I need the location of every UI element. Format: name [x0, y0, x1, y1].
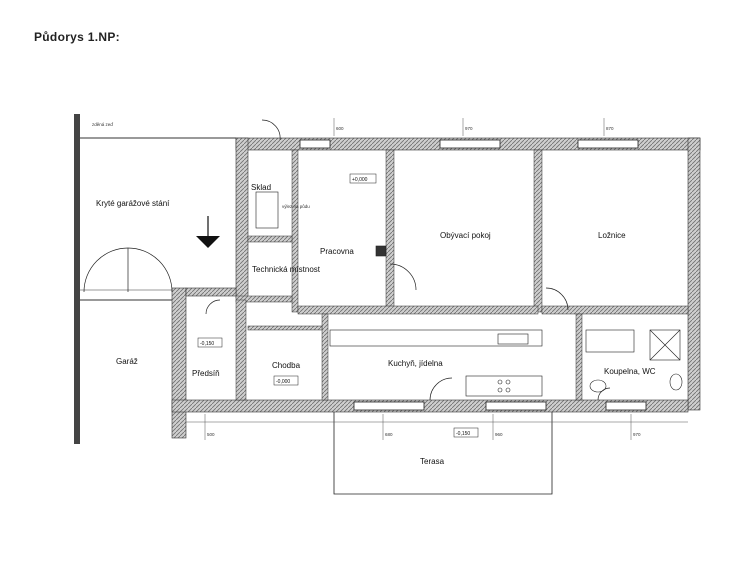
entry-arrow-icon: [196, 216, 220, 248]
dim-top-2: 970: [465, 126, 473, 131]
dim-top-3: 870: [606, 126, 614, 131]
room-label-garage: Garáž: [116, 357, 138, 366]
room-label-living: Obývací pokoj: [440, 231, 491, 240]
dim-bottom-1: 500: [207, 432, 215, 437]
room-label-study: Pracovna: [320, 247, 354, 256]
dim-bottom-3: 960: [495, 432, 503, 437]
attic-access-label: výlez na půdu: [282, 203, 310, 209]
interior-walls: [235, 149, 689, 401]
fence-wall: [74, 114, 236, 444]
dim-bottom-4: 970: [633, 432, 641, 437]
room-label-storage: Sklad: [251, 183, 271, 192]
windows: [299, 139, 647, 411]
page-title: Půdorys 1.NP:: [34, 30, 120, 44]
fence-label: zděná zeď: [92, 122, 113, 127]
doors: [83, 119, 611, 401]
room-label-bathroom: Koupelna, WC: [604, 367, 656, 376]
room-label-corridor: Chodba: [272, 361, 301, 370]
fixtures: [255, 191, 683, 397]
level-marker-corridor: -0,000: [276, 379, 290, 385]
room-label-entrance: Předsíň: [192, 369, 220, 378]
level-marker-zero: +0,000: [352, 177, 368, 183]
room-label-kitchen: Kuchyň, jídelna: [388, 359, 443, 368]
dimension-lines: [186, 118, 688, 440]
terrace-outline: [333, 412, 553, 495]
room-label-garage-parking: Kryté garážové stání: [96, 199, 170, 208]
level-marker-entrance: -0,150: [200, 341, 214, 347]
room-label-terrace: Terasa: [420, 457, 445, 466]
dim-bottom-2: 680: [385, 432, 393, 437]
level-marker-terrace: -0,150: [456, 431, 470, 437]
room-label-bedroom: Ložnice: [598, 231, 626, 240]
dim-top-1: 600: [336, 126, 344, 131]
room-label-technical: Technická místnost: [252, 265, 321, 274]
